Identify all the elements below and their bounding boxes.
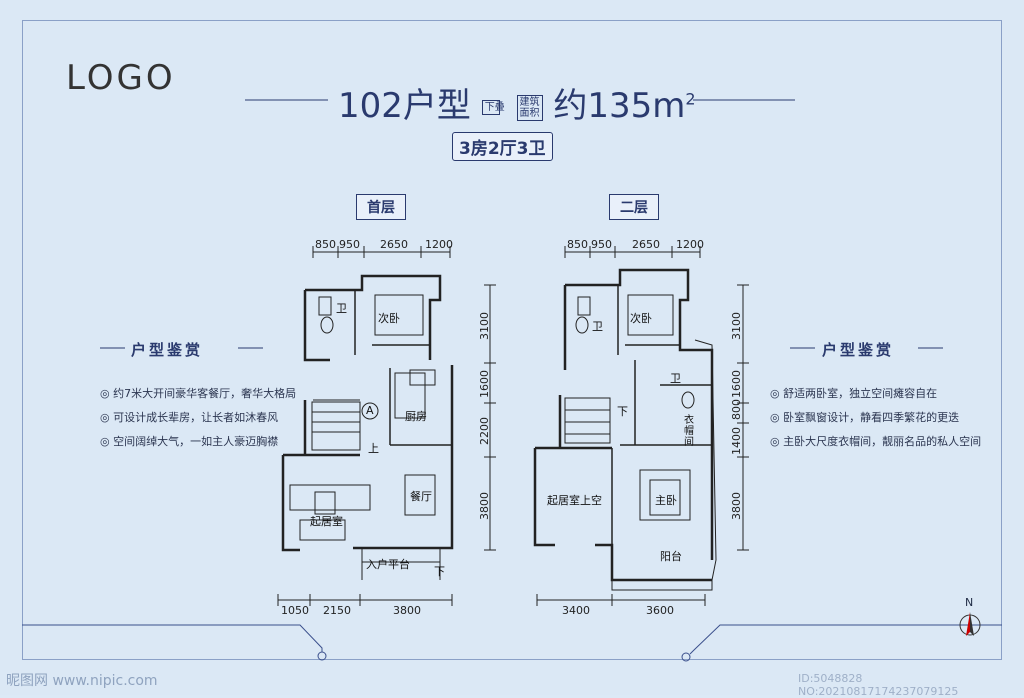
room-bath2-2f: 卫	[670, 372, 681, 385]
room-bed2-1f: 次卧	[378, 312, 400, 325]
area-tag-line2: 面积	[519, 107, 540, 119]
dim-bottom-1c: 3800	[393, 604, 421, 617]
unit-title: 102户型 下叠 建筑 面积 约135m2	[338, 78, 696, 127]
room-balcony: 阳台	[660, 550, 682, 563]
feature-left-3: ◎ 空间阔绰大气，一如主人豪迈胸襟	[100, 435, 279, 448]
room-void: 起居室上空	[547, 494, 602, 507]
room-bed2-2f: 次卧	[630, 312, 652, 325]
dim-left-v3: 2200	[478, 417, 491, 445]
dim-left-v2: 1600	[478, 370, 491, 398]
floor-label-first: 首层	[356, 194, 406, 220]
floor-label-second: 二层	[609, 194, 659, 220]
stair-up: 上	[368, 442, 379, 455]
area-value: 约135m	[553, 86, 686, 126]
dim-top-2b: 950	[591, 238, 612, 251]
area-tag-line1: 建筑	[519, 96, 540, 108]
dim-top-2a: 850	[567, 238, 588, 251]
stacked-tag: 下叠	[481, 100, 505, 115]
north-label: N	[965, 596, 974, 609]
unit-name: 102户型	[338, 86, 471, 126]
dim-right-v5: 3800	[730, 492, 743, 520]
features-title-right: 户型鉴赏	[822, 341, 895, 359]
feature-right-3: ◎ 主卧大尺度衣帽间，靓丽名品的私人空间	[770, 435, 982, 448]
dim-top-1b: 950	[339, 238, 360, 251]
dim-right-v4: 1400	[730, 427, 743, 455]
page-frame	[22, 20, 1002, 660]
features-title-left: 户型鉴赏	[131, 341, 204, 359]
room-bath1-2f: 卫	[592, 320, 603, 333]
watermark-left: 昵图网 www.nipic.com	[6, 673, 158, 689]
feature-left-2: ◎ 可设计成长辈房，让长者如沐春风	[100, 411, 279, 424]
area-sup: 2	[685, 89, 696, 109]
room-dining: 餐厅	[410, 490, 432, 503]
north-arrow-icon	[959, 612, 981, 636]
dim-left-v1: 3100	[478, 312, 491, 340]
dim-right-v2: 1600	[730, 370, 743, 398]
dim-top-1a: 850	[315, 238, 336, 251]
room-count: 3房2厅3卫	[452, 132, 553, 161]
area-tag: 建筑 面积	[516, 94, 543, 121]
room-bath-1f: 卫	[336, 302, 347, 315]
entry-down: 下	[434, 565, 445, 578]
feature-left-1: ◎ 约7米大开间豪华客餐厅，奢华大格局	[100, 387, 297, 400]
room-master: 主卧	[655, 494, 677, 507]
dim-top-1c: 2650	[380, 238, 408, 251]
dim-right-v3: 800	[730, 399, 743, 420]
dim-top-2c: 2650	[632, 238, 660, 251]
axis-marker: A	[366, 404, 374, 417]
dim-bottom-2b: 3600	[646, 604, 674, 617]
logo: LOGO	[66, 58, 176, 98]
dim-bottom-1a: 1050	[281, 604, 309, 617]
dim-top-2d: 1200	[676, 238, 704, 251]
room-living: 起居室	[310, 515, 343, 528]
room-closet: 衣帽间	[684, 415, 694, 448]
room-entry: 入户平台	[366, 558, 410, 571]
watermark-right: ID:5048828 NO:20210817174237079125	[798, 672, 959, 698]
dim-right-v1: 3100	[730, 312, 743, 340]
dim-left-v4: 3800	[478, 492, 491, 520]
dim-bottom-2a: 3400	[562, 604, 590, 617]
feature-right-2: ◎ 卧室飘窗设计，静看四季繁花的更迭	[770, 411, 960, 424]
dim-bottom-1b: 2150	[323, 604, 351, 617]
feature-right-1: ◎ 舒适两卧室，独立空间瘫容自在	[770, 387, 938, 400]
stair-down-2f: 下	[617, 405, 628, 418]
dim-top-1d: 1200	[425, 238, 453, 251]
room-kitchen: 厨房	[405, 410, 427, 423]
